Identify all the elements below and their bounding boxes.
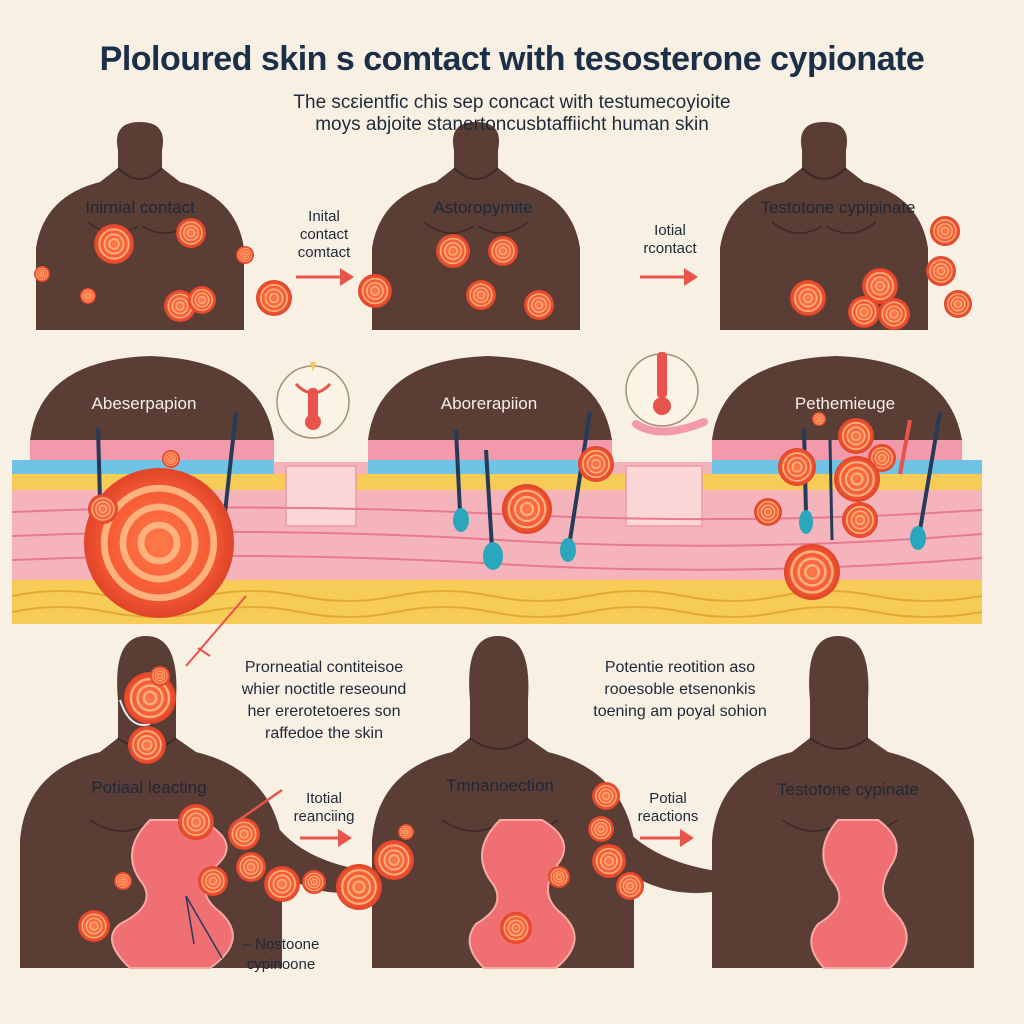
top-panel-2-label: Astoropymite <box>433 198 533 217</box>
top-panel-1-label: Inirnial contact <box>85 198 195 217</box>
bottom-panel-2-label: Tmnanoection <box>446 776 554 795</box>
top-arrow-1-line-3: comtact <box>297 244 351 261</box>
bottom-arrow-1-line-1: Itotial <box>306 790 342 807</box>
subtitle-line-1: The scεientfic chis sep concact with tes… <box>293 92 731 113</box>
bottom-arrow-2-line-1: Potial <box>649 790 687 807</box>
absorption-icon-1 <box>276 362 350 439</box>
skin-section-2-label: Aborerapiion <box>440 394 538 413</box>
top-arrow-1-line-1: Inital <box>308 208 340 225</box>
top-panel-3-label: Testotone cypipinate <box>760 198 916 217</box>
subtitle-line-2: moys abjoite stanertoncusbtaffiicht huma… <box>315 114 709 135</box>
bottom-panel-1-label: Potiaal leacting <box>91 778 207 797</box>
bottom-arrow-1-line-2: reanciing <box>293 808 355 825</box>
callout-line-2: cypinoone <box>246 956 316 973</box>
top-arrow-2-line-1: Iotial <box>654 222 686 239</box>
bottom-note-1-line-1: Prorneatial contiteisoe <box>244 659 404 676</box>
bottom-note-2-line-2: rooesoble etsenonkis <box>604 681 756 698</box>
page-title: Ploloured skin s comtact with tesosteron… <box>99 40 925 78</box>
callout-pointer <box>185 895 223 959</box>
top-arrow-1-line-2: contact <box>299 226 349 243</box>
skin-cross-section <box>11 352 983 624</box>
bottom-note-1-line-3: her ererotetoeres son <box>247 703 401 720</box>
bottom-note-1-line-4: raffedoe the skin <box>264 725 383 742</box>
top-torso-2 <box>372 122 580 330</box>
bottom-note-2-line-1: Potentie reotition aso <box>604 659 756 676</box>
connector-line <box>185 595 247 667</box>
organ-shapes <box>111 819 908 969</box>
bottom-panel-3-label: Testotone cypinate <box>777 780 919 799</box>
skin-section-1-label: Abeserpapion <box>91 394 197 413</box>
bottom-note-2-line-3: toening am poyal sohion <box>593 703 767 720</box>
absorption-icon-2 <box>625 352 708 436</box>
bottom-arrow-2-line-2: reactions <box>637 808 699 825</box>
bottom-arrow-2 <box>640 829 694 847</box>
bottom-note-1-line-2: whier noctitle reseound <box>241 681 407 698</box>
bottom-arrow-1 <box>235 788 352 847</box>
skin-section-3-label: Pethemieuge <box>794 394 896 413</box>
top-arrow-2 <box>640 268 698 286</box>
callout-line-1: – Nostoone <box>242 936 320 953</box>
top-arrow-2-line-2: rcontact <box>643 240 697 257</box>
top-arrow-1 <box>296 268 354 286</box>
